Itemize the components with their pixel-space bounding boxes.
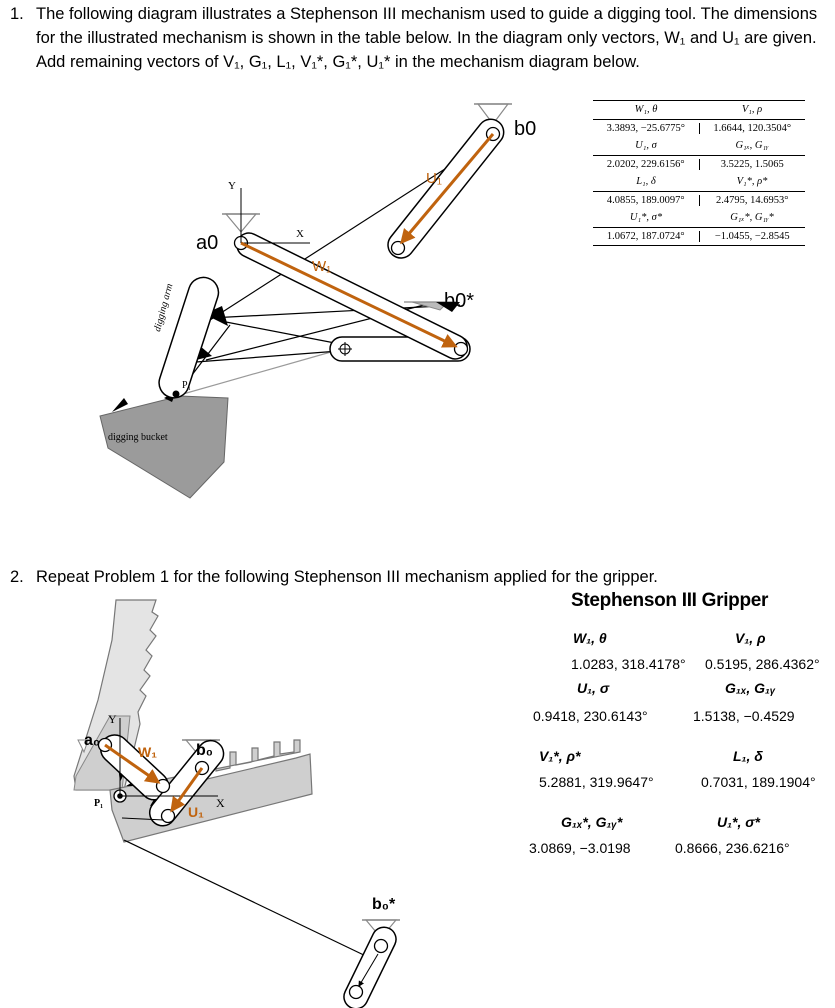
gripper-value: 0.9418, 230.6143° bbox=[533, 708, 648, 724]
gripper-header: V₁, ρ bbox=[735, 630, 766, 646]
table-cell: 4.0855, 189.0097° bbox=[593, 194, 700, 206]
problem-2-text: Repeat Problem 1 for the following Steph… bbox=[36, 568, 658, 586]
label-u1-gripper: U₁ bbox=[188, 804, 204, 820]
label-x-axis: X bbox=[296, 228, 304, 240]
table-header-cell: U₁, σ bbox=[635, 140, 657, 152]
gripper-header: V₁*, ρ* bbox=[539, 748, 581, 764]
label-y-axis-gripper: Y bbox=[108, 712, 117, 726]
vector-u1 bbox=[400, 133, 495, 245]
table-header-cell: V₁, ρ bbox=[741, 104, 763, 116]
label-p1: P₁ bbox=[182, 380, 192, 391]
label-b0-star-gripper: b₀* bbox=[372, 896, 396, 913]
table-row: 3.3893, −25.6775° 1.6644, 120.3504° bbox=[593, 118, 805, 138]
table-cell: 3.3893, −25.6775° bbox=[593, 122, 700, 134]
table-row: U₁, σ G₁ₓ, G₁ᵧ bbox=[593, 137, 805, 155]
table-row: L₁, δ V₁*, ρ* bbox=[593, 173, 805, 191]
table-row: 1.0672, 187.0724° −1.0455, −2.8545 bbox=[593, 226, 805, 246]
label-b0-gripper: b₀ bbox=[196, 742, 213, 759]
label-b0: b0 bbox=[514, 118, 537, 140]
gripper-value: 0.7031, 189.1904° bbox=[701, 774, 816, 790]
table-row: 2.0202, 229.6156° 3.5225, 1.5065 bbox=[593, 154, 805, 174]
label-a0: a0 bbox=[196, 232, 219, 254]
gripper-value: 1.0283, 318.4178° bbox=[571, 656, 686, 672]
gripper-table-title: Stephenson III Gripper bbox=[571, 590, 769, 611]
label-w1: W₁ bbox=[312, 258, 332, 275]
table-cell: 3.5225, 1.5065 bbox=[720, 158, 784, 170]
problem-1-number: 1. bbox=[10, 5, 24, 23]
table-cell: 2.0202, 229.6156° bbox=[593, 158, 700, 170]
gripper-header: U₁*, σ* bbox=[717, 814, 761, 830]
table-row: U₁*, σ* G₁ₓ*, G₁ᵧ* bbox=[593, 209, 805, 227]
problem-2-number: 2. bbox=[10, 568, 24, 586]
label-x-axis-gripper: X bbox=[216, 796, 225, 810]
label-p1-gripper: P₁ bbox=[94, 798, 104, 809]
problem-1-text: The following diagram illustrates a Step… bbox=[36, 5, 818, 71]
table-cell: 1.6644, 120.3504° bbox=[713, 122, 792, 134]
vector-w1 bbox=[240, 241, 458, 348]
table-row: 4.0855, 189.0097° 2.4795, 14.6953° bbox=[593, 190, 805, 210]
table-header-cell: G₁ₓ*, G₁ᵧ* bbox=[730, 212, 774, 224]
dimension-table: W₁, θ V₁, ρ 3.3893, −25.6775° 1.6644, 12… bbox=[593, 100, 805, 246]
label-digging-bucket: digging bucket bbox=[108, 432, 168, 443]
gripper-header: W₁, θ bbox=[573, 630, 607, 646]
table-row: W₁, θ V₁, ρ bbox=[593, 100, 805, 119]
gripper-value: 3.0869, −3.0198 bbox=[529, 840, 631, 856]
label-y-axis: Y bbox=[228, 180, 236, 192]
label-w1-gripper: W₁ bbox=[138, 744, 158, 760]
gripper-value: 0.8666, 236.6216° bbox=[675, 840, 790, 856]
gripper-value: 5.2881, 319.9647° bbox=[539, 774, 654, 790]
vector-w1-gripper bbox=[104, 743, 161, 784]
gripper-value: 0.5195, 286.4362° bbox=[705, 656, 820, 672]
table-header-cell: V₁*, ρ* bbox=[736, 176, 768, 188]
gripper-header: L₁, δ bbox=[733, 748, 763, 764]
table-cell: 1.0672, 187.0724° bbox=[593, 230, 700, 242]
digging-bucket-shape bbox=[99, 395, 229, 499]
gripper-header: U₁, σ bbox=[577, 680, 610, 696]
gripper-header: G₁ₓ, G₁ᵧ bbox=[725, 680, 776, 696]
table-cell: −1.0455, −2.8545 bbox=[714, 230, 790, 242]
gripper-header: G₁ₓ*, G₁ᵧ* bbox=[561, 814, 623, 830]
label-u1: U₁ bbox=[426, 170, 442, 187]
gripper-value: 1.5138, −0.4529 bbox=[693, 708, 795, 724]
table-header-cell: L₁, δ bbox=[636, 176, 656, 188]
table-header-cell: U₁*, σ* bbox=[629, 212, 663, 224]
label-b0-star: b0* bbox=[444, 290, 475, 312]
table-cell: 2.4795, 14.6953° bbox=[716, 194, 789, 206]
vector-u1-gripper bbox=[170, 767, 204, 813]
table-header-cell: G₁ₓ, G₁ᵧ bbox=[735, 140, 769, 152]
table-header-cell: W₁, θ bbox=[634, 104, 658, 116]
label-a0-gripper: a₀ bbox=[84, 732, 101, 749]
